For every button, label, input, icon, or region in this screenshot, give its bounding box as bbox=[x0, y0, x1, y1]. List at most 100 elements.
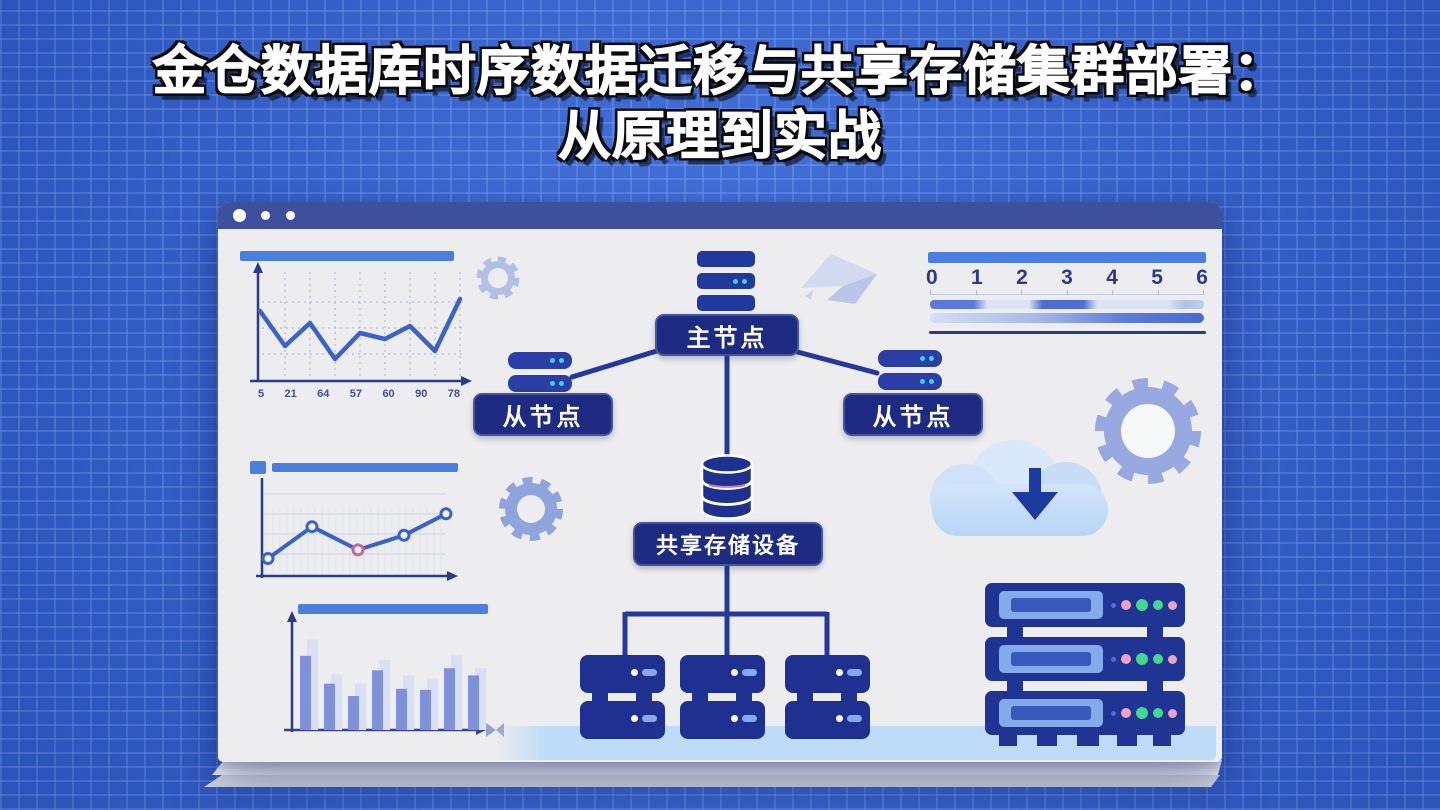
led-dot-icon bbox=[920, 356, 925, 361]
drive-bay bbox=[742, 669, 757, 676]
ruler-tick bbox=[1203, 290, 1204, 295]
window-dot-icon bbox=[261, 211, 270, 220]
led-green-icon bbox=[1153, 708, 1163, 718]
drive-bay bbox=[847, 669, 862, 676]
led-green-icon bbox=[1136, 599, 1148, 611]
led-blue-small-icon bbox=[1111, 710, 1116, 716]
slave-server-stack-icon bbox=[878, 350, 942, 396]
server-chassis bbox=[785, 701, 870, 739]
server-bar bbox=[878, 350, 942, 367]
x-tick-label: 60 bbox=[382, 388, 395, 400]
card-base bbox=[212, 760, 1222, 775]
x-tick-label: 57 bbox=[349, 388, 363, 400]
database-cylinder-icon bbox=[700, 454, 754, 520]
server-rack bbox=[985, 583, 1185, 748]
led-green-icon bbox=[1136, 653, 1148, 665]
rack-tabs bbox=[985, 681, 1185, 691]
gear-icon bbox=[1095, 378, 1201, 484]
master-node-label: 主节点 bbox=[655, 314, 799, 356]
ruler-ticks bbox=[930, 290, 1204, 295]
ruler-number: 1 bbox=[971, 266, 983, 289]
server-front-panel bbox=[999, 645, 1103, 673]
ruler-number: 2 bbox=[1016, 266, 1028, 289]
rack-server-unit bbox=[985, 583, 1185, 627]
led-dot-icon bbox=[836, 715, 843, 722]
led-dot-icon bbox=[733, 278, 738, 284]
slave-node-left-label: 从节点 bbox=[473, 393, 613, 436]
server-bar bbox=[697, 251, 755, 267]
ruler-tick bbox=[930, 290, 931, 295]
window-dot-icon bbox=[233, 209, 246, 222]
ruler-number: 5 bbox=[1151, 266, 1163, 289]
slave-node-right-label: 从节点 bbox=[843, 393, 983, 436]
server-bar bbox=[697, 295, 755, 311]
connection-line bbox=[787, 347, 880, 376]
title-line-1: 金仓数据库时序数据迁移与共享存储集群部署： bbox=[152, 41, 1287, 101]
y-axis-arrow-icon bbox=[287, 611, 297, 622]
shared-storage-label: 共享存储设备 bbox=[633, 522, 823, 566]
server-bar bbox=[508, 375, 572, 392]
rack-feet bbox=[985, 735, 1185, 746]
chart1-header-bar bbox=[240, 251, 454, 261]
led-green-icon bbox=[1153, 654, 1163, 664]
x-tick-label: 90 bbox=[415, 388, 428, 400]
ruler-tick bbox=[1021, 290, 1022, 295]
led-dot-icon bbox=[559, 381, 564, 386]
rack-server-unit bbox=[985, 691, 1185, 735]
chart2-header-bar bbox=[272, 463, 458, 472]
led-pink-icon bbox=[1168, 600, 1177, 610]
x-tick-label: 5 bbox=[258, 388, 265, 400]
led-blue-small-icon bbox=[1111, 602, 1116, 608]
ruler-number: 6 bbox=[1196, 266, 1208, 289]
server-chassis bbox=[580, 701, 665, 739]
drive-slot bbox=[1011, 706, 1091, 720]
storage-server-node bbox=[785, 655, 870, 739]
server-bar bbox=[878, 373, 942, 390]
led-dot-icon bbox=[742, 278, 747, 284]
rack-server-unit bbox=[985, 637, 1185, 681]
window-titlebar bbox=[218, 202, 1222, 229]
server-chassis bbox=[680, 655, 765, 693]
led-pink-icon bbox=[1168, 654, 1177, 664]
server-bar bbox=[508, 352, 572, 369]
master-node-text: 主节点 bbox=[686, 324, 768, 352]
led-green-icon bbox=[1136, 707, 1148, 719]
ruler-tick bbox=[1112, 290, 1113, 295]
server-front-panel bbox=[999, 699, 1103, 727]
ruler-number: 0 bbox=[926, 266, 938, 289]
led-dot-icon bbox=[631, 669, 638, 676]
slave-server-stack-icon bbox=[508, 352, 572, 398]
download-arrow-icon bbox=[1012, 468, 1058, 520]
rack-tabs bbox=[985, 627, 1185, 637]
chassis-tabs bbox=[580, 693, 665, 701]
led-dot-icon bbox=[550, 381, 555, 386]
led-row bbox=[1111, 691, 1177, 735]
led-pink-icon bbox=[1121, 600, 1131, 610]
ruler-header-bar bbox=[928, 252, 1206, 263]
trend-chart bbox=[256, 478, 458, 581]
led-pink-icon bbox=[1121, 654, 1131, 664]
x-axis-arrow-icon bbox=[461, 376, 472, 386]
led-dot-icon bbox=[559, 358, 564, 363]
shared-storage-text: 共享存储设备 bbox=[655, 533, 800, 558]
ruler-number: 4 bbox=[1106, 266, 1118, 289]
drive-slot bbox=[1011, 652, 1091, 666]
drive-bay bbox=[642, 715, 657, 722]
drive-bay bbox=[642, 669, 657, 676]
drive-slot bbox=[1011, 598, 1091, 612]
window-dot-icon bbox=[286, 211, 295, 220]
led-row bbox=[1111, 583, 1177, 627]
led-dot-icon bbox=[836, 669, 843, 676]
slave-right-text: 从节点 bbox=[872, 404, 954, 431]
led-dot-icon bbox=[731, 715, 738, 722]
ruler-tick bbox=[975, 290, 977, 295]
x-tick-label: 78 bbox=[447, 388, 460, 400]
chassis-tabs bbox=[785, 693, 870, 701]
storage-server-node bbox=[580, 655, 665, 739]
title-line-2: 从原理到实战 bbox=[557, 106, 882, 166]
server-chassis bbox=[785, 655, 870, 693]
